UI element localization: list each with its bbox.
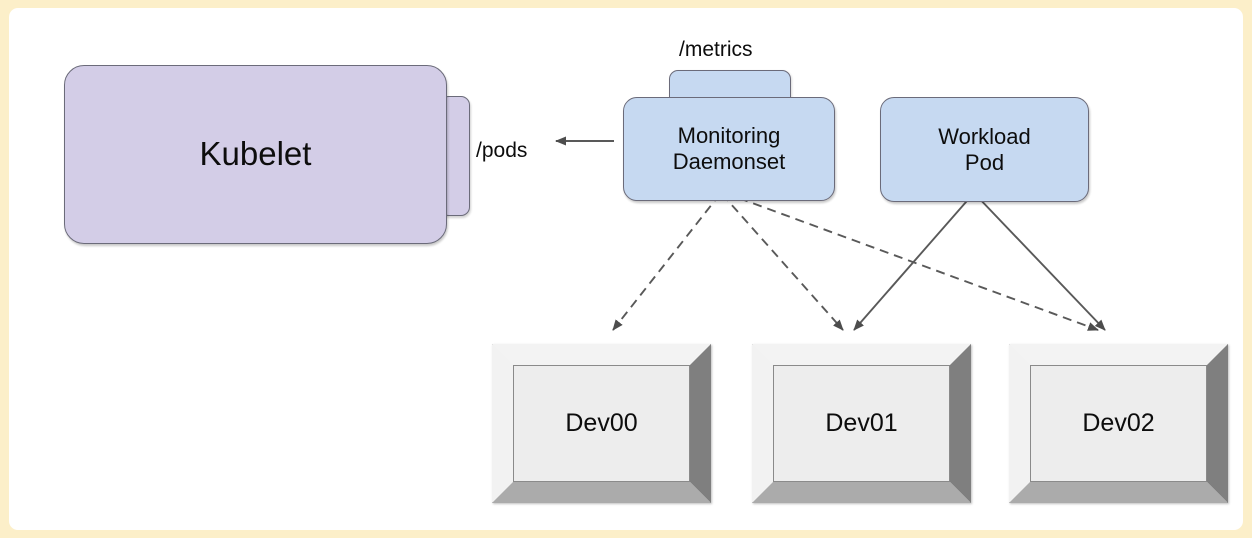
node-monitoring-daemonset[interactable]: Monitoring Daemonset xyxy=(623,97,835,201)
device-inner-face: Dev00 xyxy=(513,365,690,482)
device-box-dev01[interactable]: Dev01 xyxy=(752,344,971,503)
device-bevel-right xyxy=(950,344,971,503)
device-inner-face: Dev01 xyxy=(773,365,950,482)
device-box-dev00[interactable]: Dev00 xyxy=(492,344,711,503)
device-label: Dev01 xyxy=(825,409,898,437)
node-kubelet[interactable]: Kubelet xyxy=(64,65,447,244)
node-monitoring-daemonset-label: Monitoring Daemonset xyxy=(672,123,786,174)
pods-edge-label: /pods xyxy=(476,139,528,162)
node-workload-pod-label: Workload Pod xyxy=(938,123,1031,175)
device-bevel-right xyxy=(690,344,711,503)
edge-workload-to-dev01 xyxy=(853,193,974,331)
device-bevel-bottom xyxy=(1009,482,1228,503)
device-box-dev02[interactable]: Dev02 xyxy=(1009,344,1228,503)
device-bevel-right xyxy=(1207,344,1228,503)
device-bevel-top xyxy=(752,344,971,365)
device-bevel-bottom xyxy=(492,482,711,503)
device-bevel-top xyxy=(492,344,711,365)
edge-monitoring-to-dev02 xyxy=(724,192,1099,331)
device-bevel-left xyxy=(752,344,773,503)
device-label: Dev00 xyxy=(565,409,638,437)
device-inner-face: Dev02 xyxy=(1030,365,1207,482)
device-bevel-top xyxy=(1009,344,1228,365)
metrics-port-label: /metrics xyxy=(679,38,753,61)
node-kubelet-label: Kubelet xyxy=(199,135,312,173)
diagram-canvas: Kubelet /pods /metrics Monitoring Daemon… xyxy=(9,8,1243,530)
device-bevel-left xyxy=(492,344,513,503)
device-label: Dev02 xyxy=(1082,409,1155,437)
edge-workload-to-dev02 xyxy=(974,193,1106,331)
edge-monitoring-to-dev00 xyxy=(612,193,721,331)
device-bevel-bottom xyxy=(752,482,971,503)
node-workload-pod[interactable]: Workload Pod xyxy=(880,97,1089,202)
device-bevel-left xyxy=(1009,344,1030,503)
edge-monitoring-to-dev01 xyxy=(721,193,844,331)
